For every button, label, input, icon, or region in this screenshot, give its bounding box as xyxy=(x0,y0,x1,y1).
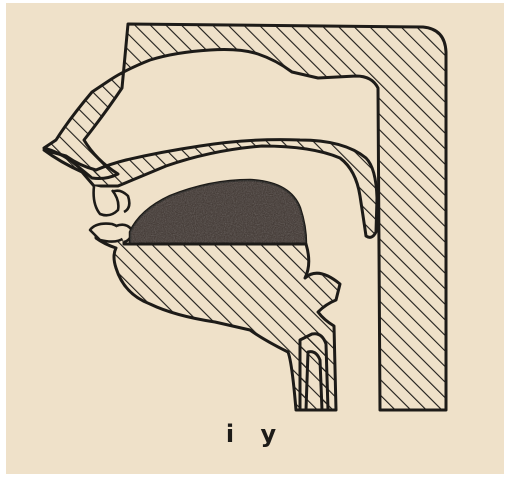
tongue-texture xyxy=(130,180,306,244)
phoneme-caption: i y xyxy=(0,420,511,448)
upper-teeth xyxy=(94,186,130,215)
